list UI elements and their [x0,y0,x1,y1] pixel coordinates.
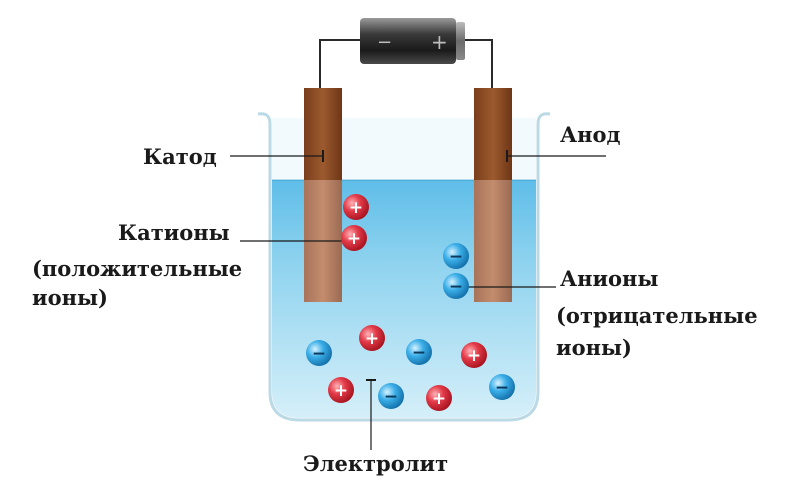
svg-text:+: + [349,198,363,218]
right-wire [462,39,493,88]
cation: + [328,377,354,403]
svg-text:−: − [449,277,463,297]
svg-text:+: + [467,346,481,366]
svg-text:+: + [347,229,361,249]
cations-label-line1: Катионы [118,220,230,245]
anions-label-line3: ионы) [556,335,632,360]
cation: + [343,194,369,220]
cation: + [461,342,487,368]
svg-text:+: + [365,329,379,349]
cation: + [341,225,367,251]
svg-text:−: − [449,247,463,267]
anion: − [306,340,332,366]
left-wire [319,39,360,88]
anion: − [378,383,404,409]
electrolyte-label: Электролит [303,451,449,476]
cations-label-line3: ионы) [32,285,108,310]
anion: − [406,339,432,365]
cathode-label: Катод [143,144,217,169]
cation: + [426,385,452,411]
anion: − [489,374,515,400]
anions-label-line2: (отрицательные [556,303,758,328]
anode-electrode [474,88,512,302]
anode-label: Анод [560,122,621,147]
anions-label-line1: Анионы [560,266,659,291]
svg-text:+: + [432,389,446,409]
svg-text:−: − [312,344,326,364]
battery-negative-sign: − [377,32,392,53]
cations-label-line2: (положительные [32,256,243,281]
anion: − [443,243,469,269]
cathode-electrode [304,88,342,302]
svg-text:−: − [384,387,398,407]
svg-text:+: + [334,381,348,401]
svg-text:−: − [495,378,509,398]
cation: + [359,325,385,351]
battery: − + [360,18,465,64]
svg-text:−: − [412,343,426,363]
battery-positive-sign: + [431,30,448,54]
anion: − [443,273,469,299]
